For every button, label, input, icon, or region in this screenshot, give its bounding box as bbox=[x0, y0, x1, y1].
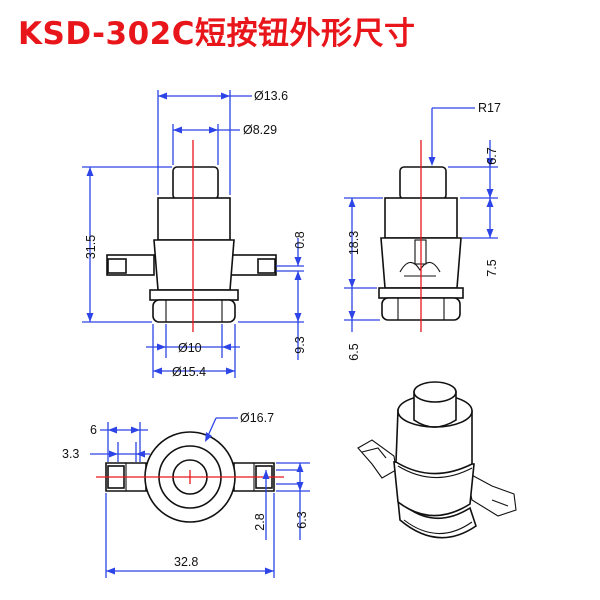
dim-width-32-8: 32.8 bbox=[105, 493, 275, 578]
side-view: R17 6.7 7.5 18.3 bbox=[344, 101, 501, 361]
dim-height-18-3: 18.3 bbox=[344, 197, 383, 289]
label-w3-3: 3.3 bbox=[62, 447, 79, 461]
dim-height-7-5: 7.5 bbox=[462, 198, 499, 277]
dim-width-6: 6 bbox=[90, 422, 148, 462]
page-title: KSD-302C短按钮外形尺寸 bbox=[18, 16, 416, 52]
label-h18-3: 18.3 bbox=[347, 231, 361, 255]
label-h9-3: 9.3 bbox=[293, 336, 307, 353]
dim-height-6-7: 6.7 bbox=[448, 140, 499, 199]
label-h6-7: 6.7 bbox=[485, 147, 499, 164]
label-w2-8: 2.8 bbox=[253, 513, 267, 530]
label-h7-5: 7.5 bbox=[485, 259, 499, 276]
label-h6-5: 6.5 bbox=[347, 343, 361, 360]
label-h6-3: 6.3 bbox=[295, 511, 309, 528]
dim-diameter-13-6: Ø13.6 bbox=[157, 89, 288, 195]
label-w6: 6 bbox=[90, 423, 97, 437]
dim-diameter-16-7: Ø16.7 bbox=[205, 411, 274, 442]
label-d8-29: Ø8.29 bbox=[243, 123, 277, 137]
front-view-body bbox=[106, 166, 277, 323]
dim-width-3-3: 3.3 bbox=[62, 442, 150, 462]
dim-diameter-10: Ø10 bbox=[146, 324, 240, 358]
label-t0-8: 0.8 bbox=[293, 231, 307, 248]
front-view: Ø13.6 Ø8.29 31.5 0.8 bbox=[82, 89, 307, 379]
dim-width-2-8: 2.8 bbox=[253, 469, 300, 540]
dim-height-31-5: 31.5 bbox=[82, 166, 172, 323]
label-d15-4: Ø15.4 bbox=[172, 365, 206, 379]
label-h31-5: 31.5 bbox=[84, 235, 98, 259]
label-d10: Ø10 bbox=[178, 341, 202, 355]
label-d16-7: Ø16.7 bbox=[240, 411, 274, 425]
dim-diameter-15-4: Ø15.4 bbox=[152, 324, 236, 379]
dim-radius-r17: R17 bbox=[428, 101, 501, 166]
dim-height-6-3: 6.3 bbox=[276, 462, 310, 540]
label-w32-8: 32.8 bbox=[174, 555, 198, 569]
dim-thickness-0-8: 0.8 bbox=[276, 231, 307, 280]
label-d13-6: Ø13.6 bbox=[254, 89, 288, 103]
isometric-view bbox=[357, 381, 517, 539]
dim-height-9-3: 9.3 bbox=[238, 271, 307, 360]
label-r17: R17 bbox=[478, 101, 501, 115]
top-view: Ø16.7 6 3.3 2.8 bbox=[62, 411, 310, 578]
dim-height-6-5: 6.5 bbox=[344, 288, 380, 361]
dim-diameter-8-29: Ø8.29 bbox=[172, 123, 277, 165]
